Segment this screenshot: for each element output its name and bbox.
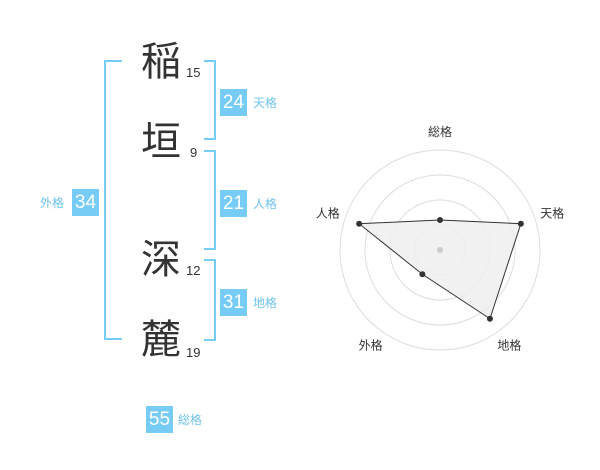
jinkaku-label: 人格 — [253, 197, 278, 211]
radar-point — [419, 271, 426, 278]
name-char-4: 麓 — [141, 317, 181, 363]
stroke-count-2: 9 — [190, 145, 198, 160]
name-char-1: 稲 — [141, 39, 181, 85]
radar-point — [486, 315, 493, 322]
stroke-count-3: 12 — [186, 263, 201, 278]
stroke-count-1: 15 — [186, 65, 201, 80]
radar-point — [356, 220, 363, 227]
radar-point — [437, 217, 443, 223]
tenkaku-value: 24 — [220, 89, 247, 116]
name-char-2: 垣 — [141, 119, 181, 165]
radar-axis-label: 人格 — [316, 206, 340, 221]
soukaku-value: 55 — [146, 406, 173, 433]
gaikaku-label: 外格 — [40, 196, 65, 210]
radar-axis-label: 地格 — [497, 337, 521, 352]
gaikaku-value: 34 — [72, 189, 99, 216]
name-char-3: 深 — [141, 237, 181, 283]
jinkaku-value: 21 — [220, 190, 247, 217]
radar-center-dot — [437, 247, 443, 253]
radar-ring — [364, 174, 516, 326]
chikaku-label: 地格 — [253, 296, 278, 310]
soukaku-label: 総格 — [178, 413, 203, 427]
radar-points — [356, 217, 524, 322]
radar-ring — [339, 149, 541, 351]
radar-axis-label: 天格 — [540, 206, 564, 221]
radar-polygon — [357, 219, 522, 320]
radar-point — [517, 220, 524, 227]
tenkaku-label: 天格 — [253, 96, 278, 110]
stroke-count-4: 19 — [186, 345, 201, 360]
radar-axis-label: 外格 — [359, 337, 383, 352]
chikaku-value: 31 — [220, 289, 247, 316]
radar-axis-label: 総格 — [428, 124, 452, 139]
